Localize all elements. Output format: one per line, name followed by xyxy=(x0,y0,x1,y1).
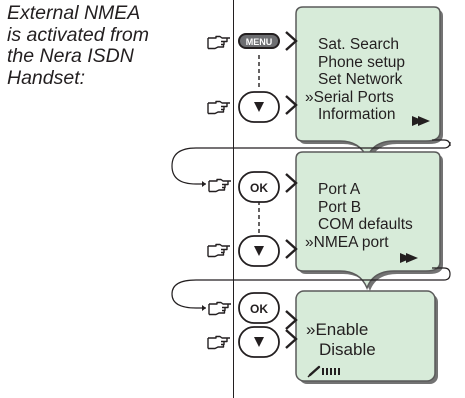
screen-3-menu: »Enable Disable xyxy=(306,320,376,360)
menu-item-enable[interactable]: »Enable xyxy=(306,320,369,339)
pointing-hand-icon xyxy=(207,100,231,115)
down-key[interactable] xyxy=(238,235,280,267)
column-divider xyxy=(233,0,234,398)
to-screen-arrow xyxy=(284,30,298,52)
menu-item-com-defaults[interactable]: COM defaults xyxy=(318,216,413,233)
to-screen-arrow xyxy=(284,172,298,194)
down-arrow-icon xyxy=(254,246,264,256)
menu-item-set-network[interactable]: Set Network xyxy=(318,71,403,88)
to-screen-arrow xyxy=(284,238,298,260)
pointing-hand-icon xyxy=(208,178,232,193)
screen-2-menu: Port A Port B COM defaults »NMEA port xyxy=(305,181,413,251)
pointing-hand-icon xyxy=(208,301,232,316)
ok-key-label: OK xyxy=(250,181,268,195)
menu-item-phone-setup[interactable]: Phone setup xyxy=(318,53,406,71)
down-arrow-icon xyxy=(254,337,264,347)
intro-line: Handset: xyxy=(7,66,86,89)
pointing-hand-icon xyxy=(207,35,231,50)
down-key[interactable] xyxy=(238,326,280,358)
to-screen-arrow xyxy=(284,309,298,331)
menu-item-nmea-port[interactable]: »NMEA port xyxy=(305,233,389,251)
screen-3 xyxy=(295,290,438,384)
pointing-hand-icon xyxy=(207,335,231,350)
ok-key-label: OK xyxy=(250,302,268,316)
menu-key-label: MENU xyxy=(246,37,273,47)
ok-key[interactable]: OK xyxy=(238,292,280,324)
menu-key[interactable]: MENU xyxy=(238,33,280,49)
menu-item-sat-search[interactable]: Sat. Search xyxy=(318,36,399,53)
menu-item-serial-ports[interactable]: »Serial Ports xyxy=(305,88,394,106)
down-arrow-icon xyxy=(254,102,264,112)
flow-connector xyxy=(171,139,451,185)
submenu-arrow-icon xyxy=(412,116,430,126)
to-screen-arrow xyxy=(284,328,298,350)
signal-strength-icon xyxy=(307,365,340,378)
to-screen-arrow xyxy=(284,94,298,116)
menu-item-port-b[interactable]: Port B xyxy=(318,198,362,216)
intro-text: External NMEA is activated from the Nera… xyxy=(7,2,212,89)
intro-line: External NMEA xyxy=(7,2,141,24)
flow-connector xyxy=(171,267,451,309)
menu-item-port-a[interactable]: Port A xyxy=(318,181,361,198)
screen-1 xyxy=(295,6,443,161)
pointing-hand-icon xyxy=(207,243,231,258)
intro-line: the Nera ISDN xyxy=(7,45,134,67)
screen-1-menu: Sat. Search Phone setup Set Network »Ser… xyxy=(305,36,406,124)
intro-line: is activated from xyxy=(7,23,149,46)
submenu-arrow-icon xyxy=(400,253,418,263)
down-key[interactable] xyxy=(238,91,280,123)
menu-item-disable[interactable]: Disable xyxy=(319,340,376,359)
menu-item-information[interactable]: Information xyxy=(318,106,396,123)
ok-key[interactable]: OK xyxy=(238,171,280,203)
